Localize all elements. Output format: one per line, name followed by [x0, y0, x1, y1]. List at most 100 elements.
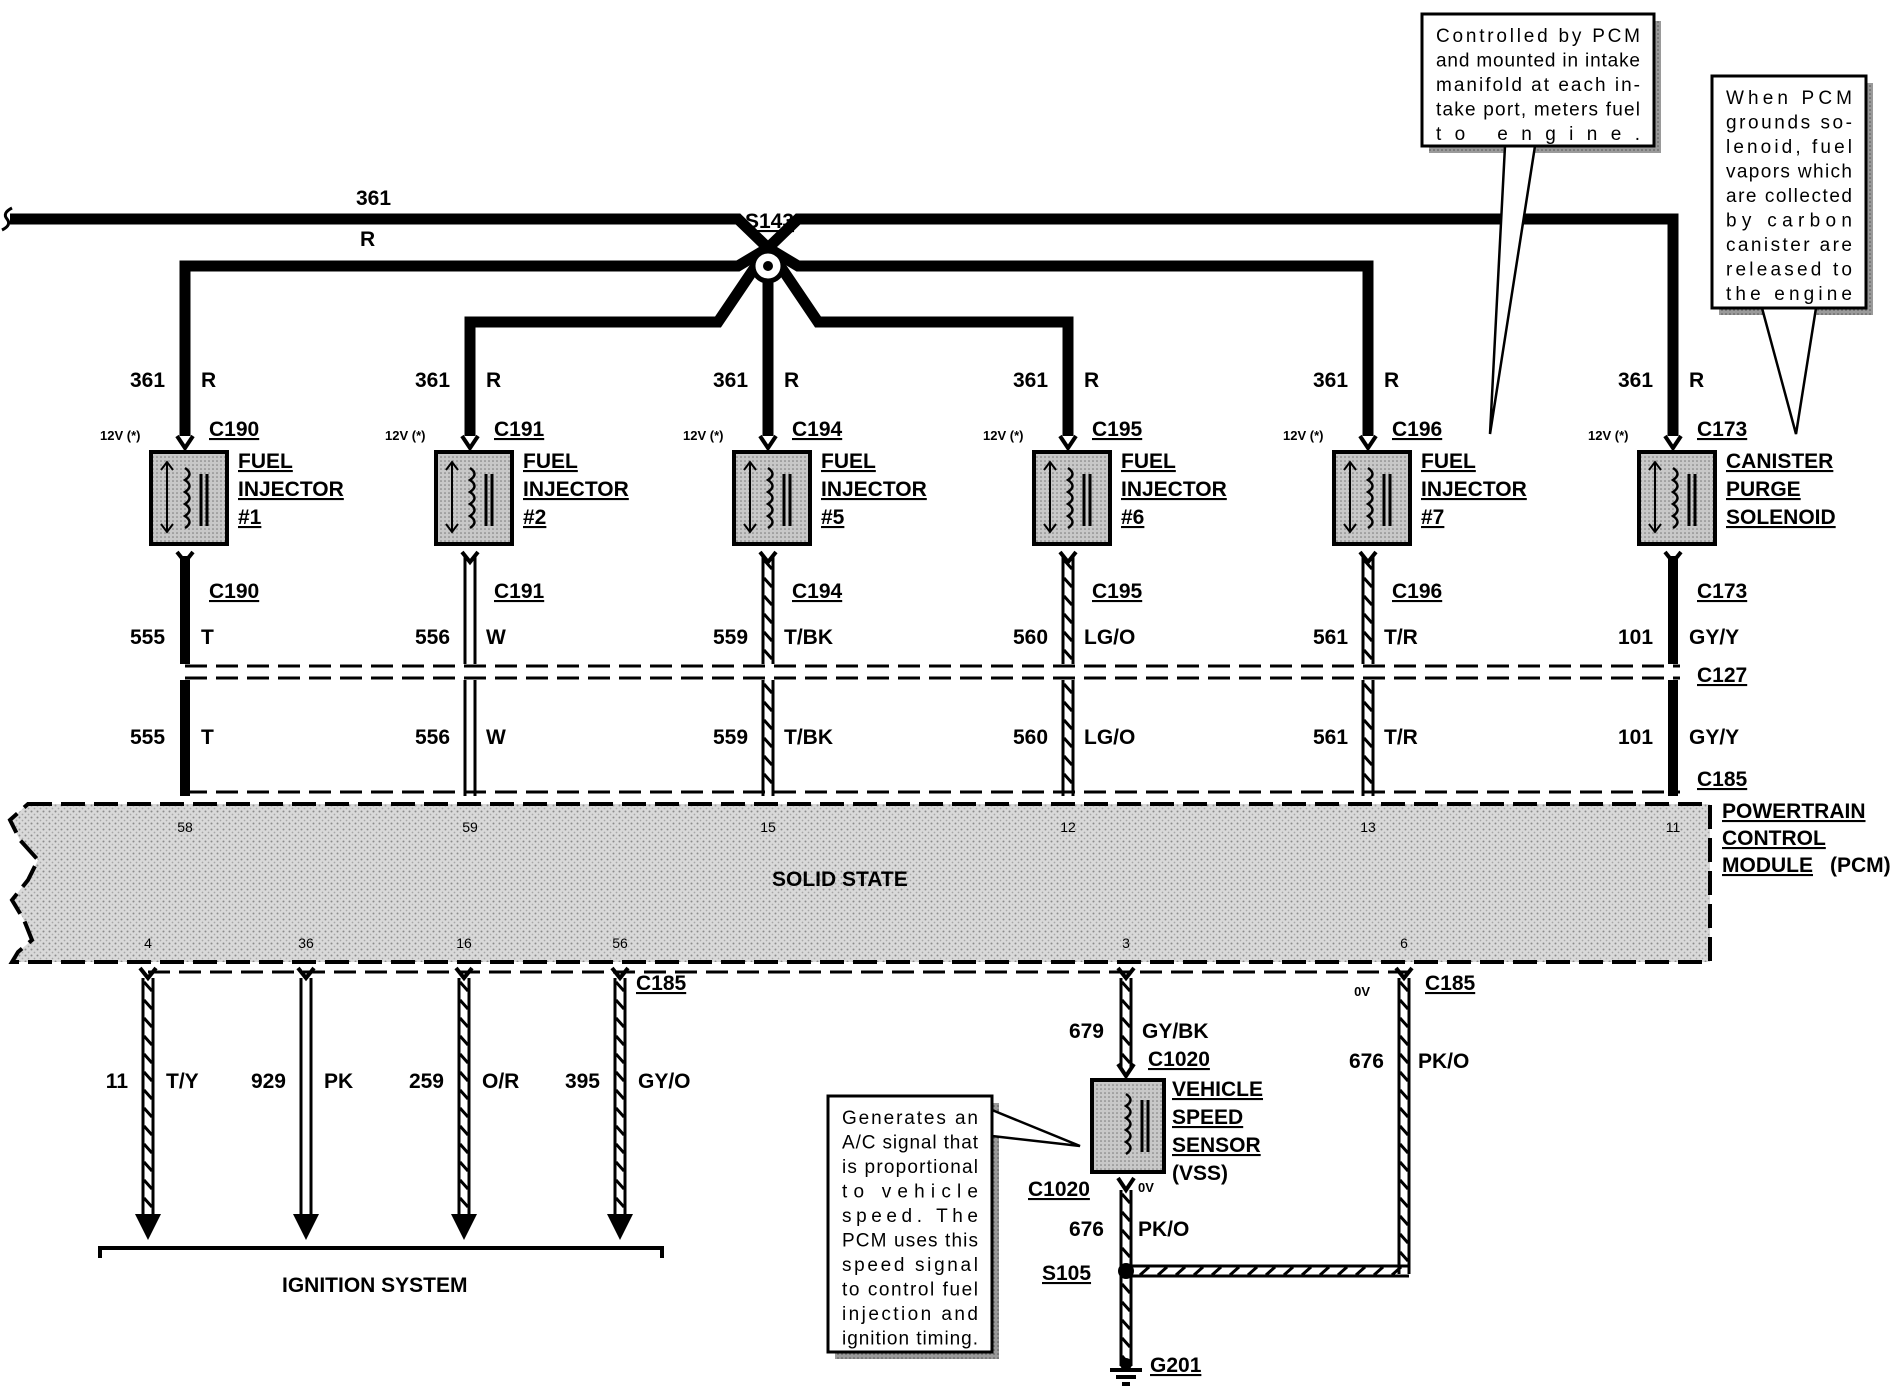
ignition-wire-body	[299, 978, 313, 1216]
note-line: manifold at each in-	[1436, 75, 1640, 96]
upper-wire-number: 361	[415, 369, 450, 392]
component-name-line: #2	[523, 506, 546, 529]
ignition-bracket	[98, 1246, 664, 1258]
voltage-label: 12V (*)	[983, 428, 1023, 443]
signal-wire-lower	[761, 680, 775, 796]
component-name-line: #6	[1121, 506, 1144, 529]
note-line: Controlled by PCM	[1436, 26, 1640, 47]
vss-sensor-component	[1090, 1078, 1166, 1174]
component-name-line: INJECTOR	[1421, 478, 1527, 501]
note-line: ignition timing.	[842, 1329, 978, 1350]
pcm-bottom-pin: 16	[456, 935, 472, 951]
splice-s105-label: S105	[1042, 1262, 1091, 1285]
circuit-color-lower: W	[486, 726, 506, 749]
component-name-line: SOLENOID	[1726, 506, 1836, 529]
ignition-wire-body	[613, 978, 627, 1216]
pcm-top-pin: 12	[1060, 819, 1076, 835]
pcm-name-suffix: (PCM)	[1830, 854, 1891, 877]
lower-connector-label: C191	[494, 580, 545, 603]
top-connector-label: C191	[494, 418, 545, 441]
vss-abbr: (VSS)	[1172, 1162, 1228, 1185]
signal-wire-upper	[463, 556, 477, 664]
lower-connector-label: C196	[1392, 580, 1442, 603]
coil-icon	[1670, 466, 1679, 530]
ignition-circuit-color: GY/O	[638, 1070, 691, 1093]
circuit-color: T/BK	[784, 626, 833, 649]
inj5-component	[732, 450, 812, 546]
pcm-top-pin: 58	[177, 819, 193, 835]
pcm-bottom-pin: 56	[612, 935, 628, 951]
note-line: speed signal	[842, 1255, 978, 1276]
circuit-color-lower: T	[201, 726, 214, 749]
voltage-label: 12V (*)	[1588, 428, 1628, 443]
note-line: injection and	[842, 1304, 978, 1325]
splice-s105	[1118, 1263, 1134, 1279]
coil-icon	[1365, 466, 1374, 530]
circuit-color-lower: LG/O	[1084, 726, 1135, 749]
circuit-color: T	[201, 626, 214, 649]
vss-return-circuit: 676	[1349, 1050, 1384, 1073]
vss-return-voltage: 0V	[1354, 984, 1370, 999]
note-line: grounds so-	[1726, 113, 1852, 134]
pcm-top-pin: 59	[462, 819, 478, 835]
voltage-label: 12V (*)	[683, 428, 723, 443]
signal-wire-lower	[1361, 680, 1375, 796]
component-name-line: FUEL	[1121, 450, 1176, 473]
signal-wire-lower	[463, 680, 477, 796]
ignition-system-label: IGNITION SYSTEM	[282, 1274, 468, 1297]
pcm-bottom-pin: 3	[1122, 935, 1130, 951]
component-name-line: CANISTER	[1726, 450, 1833, 473]
note-line: vapors which	[1726, 162, 1852, 183]
component-name-line: FUEL	[238, 450, 293, 473]
ignition-circuit-number: 259	[409, 1070, 444, 1093]
vss-name-line: VEHICLE	[1172, 1078, 1263, 1101]
pcm-connector-label: C185	[1697, 768, 1748, 791]
circuit-number: 556	[415, 626, 450, 649]
canister-component	[1637, 450, 1717, 546]
component-name-line: #7	[1421, 506, 1444, 529]
top-connector-label: C173	[1697, 418, 1747, 441]
vss-lower-color: PK/O	[1138, 1218, 1189, 1241]
signal-wire-upper	[761, 556, 775, 664]
note-line: PCM uses this	[842, 1231, 978, 1252]
pcm-bottom-pin: 36	[298, 935, 314, 951]
vss-signal-wire	[1119, 978, 1133, 1068]
note-line: lenoid, fuel	[1726, 137, 1852, 158]
coil-icon	[467, 466, 476, 530]
ignition-circuit-number: 929	[251, 1070, 286, 1093]
ignition-wire-body	[141, 978, 155, 1216]
upper-wire-color: R	[1084, 369, 1099, 392]
ignition-circuit-color: PK	[324, 1070, 353, 1093]
inline-connector-c127	[185, 664, 1680, 794]
vss-name-line: SENSOR	[1172, 1134, 1261, 1157]
upper-wire-color: R	[784, 369, 799, 392]
ground-icon	[1110, 1358, 1142, 1386]
coil-icon	[1123, 1092, 1132, 1156]
component-name-line: FUEL	[523, 450, 578, 473]
upper-wire-number: 361	[1313, 369, 1348, 392]
upper-wire-number: 361	[713, 369, 748, 392]
inj1-component	[149, 450, 229, 546]
ignition-circuit-color: T/Y	[166, 1070, 199, 1093]
note-line: speed. The	[842, 1206, 978, 1227]
note-line: Generates an	[842, 1108, 978, 1129]
component-name-line: INJECTOR	[523, 478, 629, 501]
circuit-number: 561	[1313, 626, 1348, 649]
component-name-line: FUEL	[1421, 450, 1476, 473]
feed-wire-color: R	[360, 228, 375, 251]
signal-wire-upper	[1361, 556, 1375, 664]
pcm-module: SOLID STATE	[7, 802, 1712, 964]
connector-arrow-icon	[1663, 434, 1683, 452]
note-line: by carbon	[1726, 211, 1852, 232]
feed-bus	[1, 206, 1679, 436]
inj6-component	[1032, 450, 1112, 546]
top-connector-label: C190	[209, 418, 259, 441]
upper-wire-number: 361	[130, 369, 165, 392]
vss-upper-color: GY/BK	[1142, 1020, 1209, 1043]
